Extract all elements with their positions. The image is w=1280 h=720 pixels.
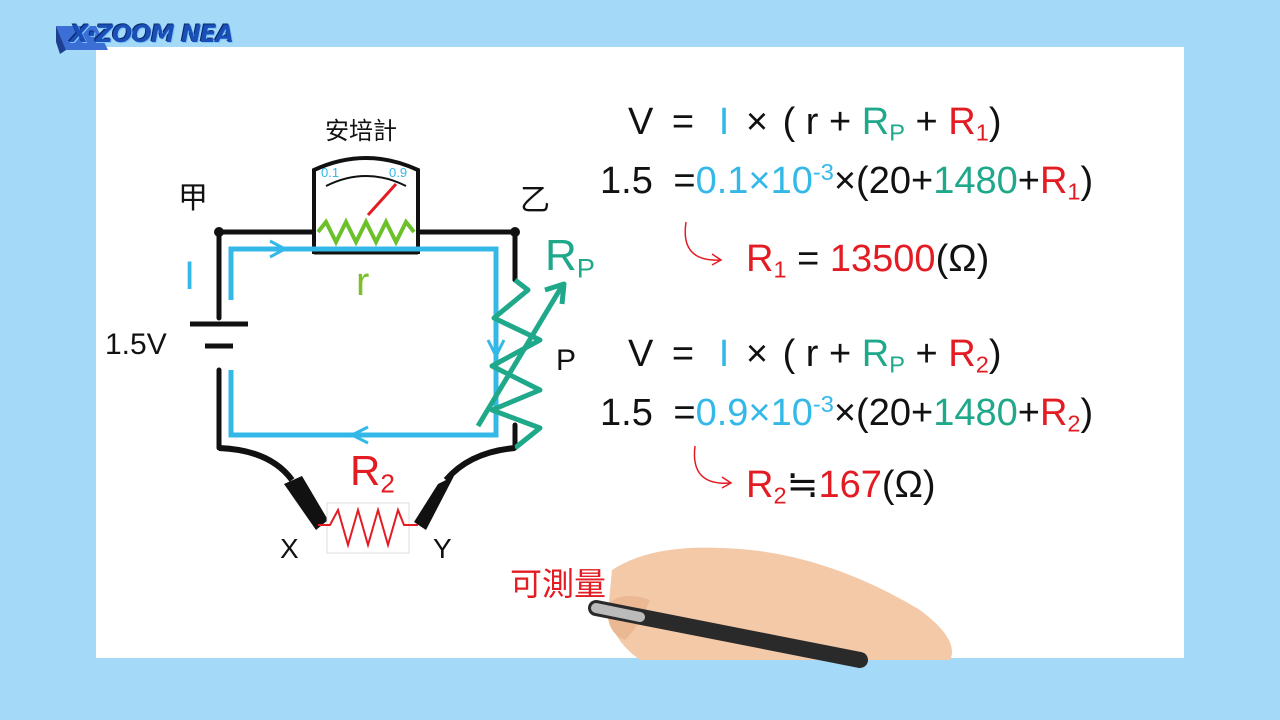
- result-r2: R2≒167(Ω): [746, 464, 936, 509]
- ammeter: [312, 156, 420, 255]
- battery-label: 1.5V: [105, 328, 167, 361]
- equation-4: 1.5 =0.9×10-3×(20+1480+R2): [600, 391, 1094, 437]
- resistor-r2-zigzag: [318, 506, 418, 549]
- unknown-resistor-main: R: [350, 447, 381, 494]
- equation-2: 1.5 =0.1×10-3×(20+1480+R1): [600, 159, 1094, 205]
- result-arrow-1: [684, 221, 721, 261]
- probe-x: [284, 476, 328, 530]
- note-measurable: 可測量: [510, 566, 607, 602]
- equation-3: V = I × ( r + RP + R2): [628, 333, 1002, 378]
- rheostat-label-sub: P: [576, 252, 595, 284]
- scale-max-label: 0.9: [389, 165, 408, 180]
- result-r1: R1 = 13500(Ω): [746, 238, 990, 283]
- slider-label: P: [556, 344, 577, 377]
- node-right-dot: [510, 227, 520, 237]
- terminal-y-label: Y: [433, 533, 452, 564]
- result-arrow-2: [693, 445, 731, 484]
- equation-1: V = I × ( r + RP + R1): [628, 101, 1002, 146]
- whiteboard: [96, 47, 1184, 658]
- battery-symbol: [190, 321, 248, 349]
- internal-resistance-zigzag: [316, 217, 416, 247]
- hand-illustration: [588, 547, 952, 668]
- probe-leads: [218, 445, 516, 554]
- scale-min-label: 0.1: [321, 165, 340, 180]
- node-right-label: 乙: [520, 184, 550, 217]
- probe-y: [414, 476, 454, 530]
- logo-mark: [56, 26, 108, 54]
- terminal-x-label: X: [280, 533, 299, 564]
- node-left-dot: [214, 227, 224, 237]
- brand-logo: [56, 20, 236, 54]
- ammeter-label: 安培計: [325, 118, 397, 145]
- rheostat-label-main: R: [545, 231, 577, 280]
- internal-resistance-label: r: [356, 260, 370, 304]
- current-label: I: [184, 254, 196, 298]
- node-left-label: 甲: [178, 182, 208, 215]
- unknown-resistor-sub: 2: [380, 468, 395, 499]
- current-loop: [228, 239, 506, 445]
- rheostat-label: RP: [545, 231, 595, 282]
- rheostat: [475, 278, 567, 450]
- unknown-resistor-label: R2: [350, 447, 395, 497]
- brand-logo-text: X·ZOOM NEA: [70, 20, 234, 48]
